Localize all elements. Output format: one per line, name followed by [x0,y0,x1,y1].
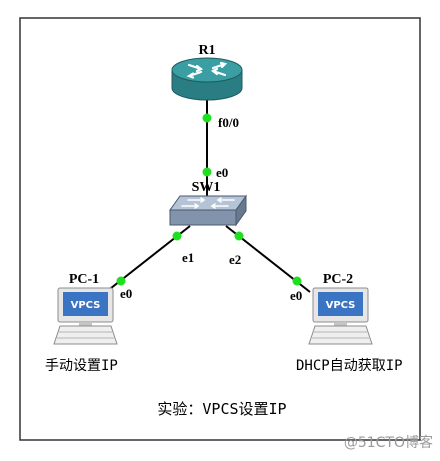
switch-side-face [235,194,247,227]
router-arrow-out-right [211,61,228,70]
pc-1-stand [79,322,92,326]
port-dot-r1-f0-0 [202,113,212,123]
pc-2-screen-text: VPCS [326,300,356,311]
pc-1-keyboard [53,325,118,345]
switch-arrow-2 [216,197,235,203]
pc-1-screen [63,292,108,316]
port-label-sw1-e1: e1 [182,250,194,265]
switch-arrow-4 [210,203,229,209]
pc2-caption: DHCP自动获取IP [296,358,403,374]
pc-2-keyboard [308,325,373,345]
switch-sw1[interactable] [169,194,247,227]
switch-arrows-icon [181,197,235,209]
port-label-sw1-e2: e2 [229,252,241,267]
router-arrow-in-right [210,67,227,77]
router-arrow-out-left [186,70,203,79]
port-label-pc1-e0: e0 [120,286,132,301]
port-label-sw1-e0: e0 [216,165,228,180]
node-label-sw1: SW1 [192,180,221,195]
node-label-pc1: PC-1 [69,272,99,287]
switch-front-face [169,209,237,226]
port-dot-pc2-e0 [292,276,302,286]
pc-2[interactable]: VPCS [308,287,373,345]
switch-arrow-1 [187,197,206,203]
watermark: @51CTO博客 [344,434,433,451]
switch-arrow-3 [181,203,200,209]
port-dot-pc1-e0 [116,276,126,286]
node-label-r1: R1 [198,43,215,58]
port-dot-sw1-e1 [172,231,182,241]
port-label-r1-f0-0: f0/0 [218,115,239,130]
router-arrows-icon [186,61,228,79]
pc1-caption: 手动设置IP [45,358,118,374]
diagram-title: 实验：VPCS设置IP [157,400,286,418]
router-top [171,57,243,83]
router-arrow-in-left [187,63,204,73]
pc-2-stand [334,322,347,326]
port-label-pc2-e0: e0 [290,288,302,303]
port-dot-sw1-e0 [202,167,212,177]
pc-1[interactable]: VPCS [53,287,118,345]
router-r1[interactable] [171,57,243,101]
pc-2-screen [318,292,363,316]
pc-1-screen-text: VPCS [71,300,101,311]
switch-top-face [169,195,247,211]
node-label-pc2: PC-2 [323,272,353,287]
port-dot-sw1-e2 [234,231,244,241]
